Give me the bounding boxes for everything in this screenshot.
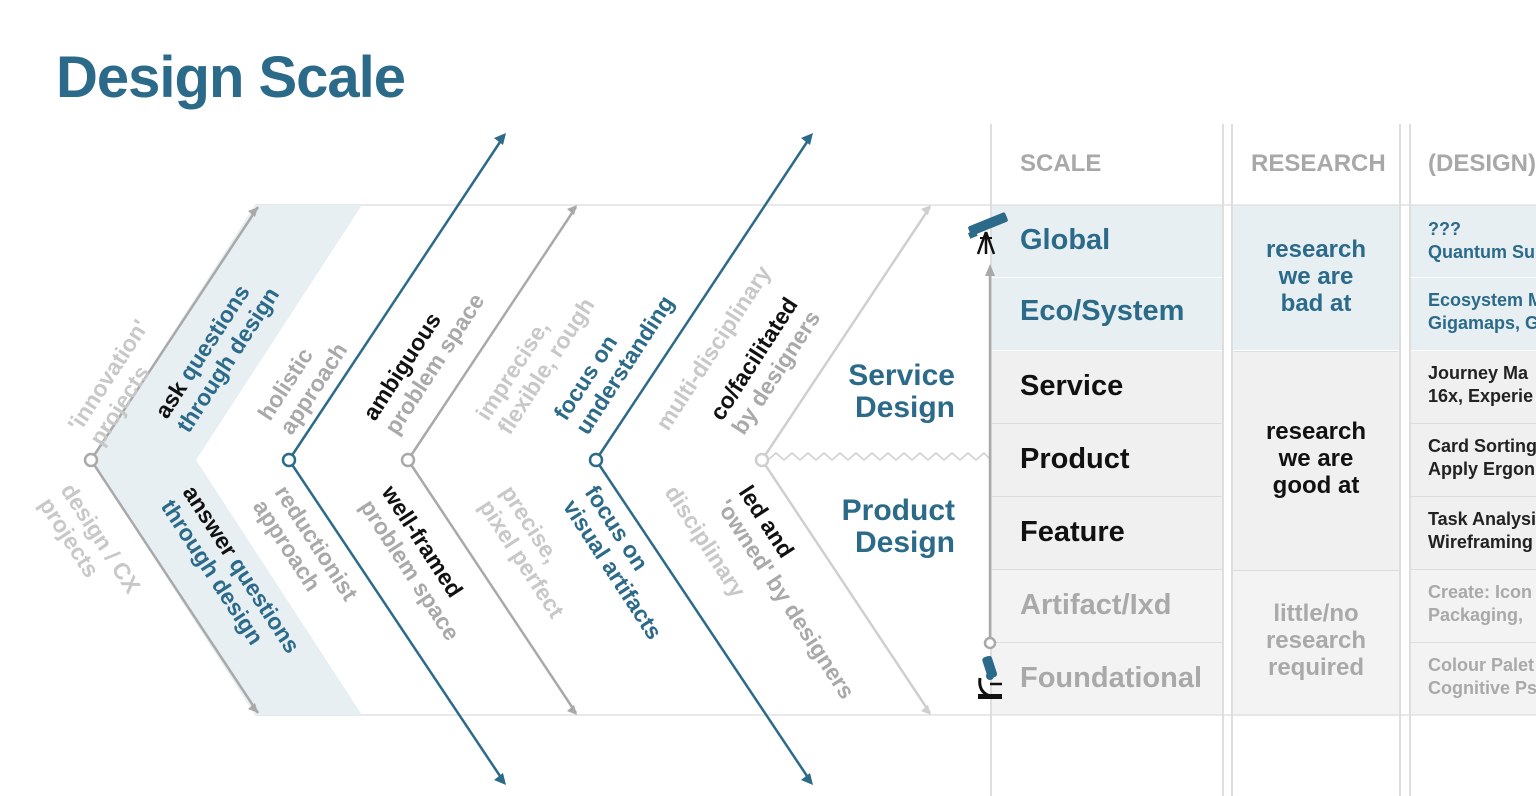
chevron-5 [754,205,992,715]
chevron-4-node [588,452,604,468]
design-row-5-l2: Wireframing [1428,532,1533,552]
research-good-l3: good at [1272,472,1360,499]
service-design-l2: Design [854,391,955,424]
chevron-1 [83,206,260,714]
research-bg-good [1232,351,1400,570]
research-bad: research we are bad at [1232,236,1400,317]
microscope-icon [978,655,1002,699]
text-ambiguous-problem: ambiguousproblem space [357,274,489,438]
row-bg-ecosystem [991,278,1223,350]
design-row-7-l2: Cognitive Ps [1428,678,1536,698]
service-design-label: Service Design [820,360,955,424]
design-row-3: Journey Ma 16x, Experie [1428,362,1533,408]
scale-artifact: Artifact/Ixd [1020,589,1172,621]
design-bg-6 [1410,570,1536,643]
design-row-6-l1: Create: Icon [1428,582,1533,602]
scale-product: Product [1020,443,1130,475]
research-good-l1: research [1265,418,1367,445]
design-row-2-l2: Gigamaps, G [1428,313,1536,333]
design-bg-5 [1410,497,1536,570]
row-bg-foundational [991,643,1223,715]
research-bg-little [1232,570,1400,716]
scale-ecosystem: Eco/System [1020,295,1185,327]
scale-service: Service [1020,370,1124,402]
research-good-l2: we are [1278,445,1354,472]
service-design-l1: Service [848,359,955,392]
research-bg-bad [1232,205,1400,350]
scale-feature: Feature [1020,516,1125,548]
row-bg-global [991,205,1223,278]
design-row-2: Ecosystem M Gigamaps, G [1428,289,1536,335]
row-bg-product [991,424,1223,497]
design-row-3-l1: Journey Ma [1428,363,1529,383]
research-bad-l3: bad at [1280,290,1352,317]
research-little-l2: research [1265,627,1367,654]
row-bg-artifact [991,570,1223,643]
chevron-2-node [281,452,297,468]
design-row-3-l2: 16x, Experie [1428,386,1534,406]
telescope-icon [967,212,1008,255]
design-row-5-l1: Task Analysi [1428,509,1536,529]
chevron-3 [400,205,578,715]
design-row-6: Create: Icon Packaging, [1428,581,1532,627]
design-row-6-l2: Packaging, [1428,605,1524,625]
chevron-5-node [754,452,770,468]
scale-global: Global [1020,224,1111,256]
design-row-7-l1: Colour Palet [1428,655,1535,675]
design-bg-7 [1410,643,1536,715]
design-row-7: Colour Palet Cognitive Ps [1428,654,1536,700]
question-band [91,205,362,715]
design-row-5: Task Analysi Wireframing [1428,508,1536,554]
research-good: research we are good at [1232,418,1400,499]
research-little-l3: required [1267,654,1365,681]
design-bg-3 [1410,351,1536,424]
design-row-4-l2: Apply Ergon [1428,459,1535,479]
header-design: (DESIGN) [1428,150,1536,177]
header-research: RESEARCH [1251,150,1386,177]
chevron-3-node [400,452,416,468]
chevron-1-node [83,452,99,468]
service-product-boundary [767,451,992,461]
chevron-4 [588,133,813,785]
table-scale-column [991,205,1223,715]
header-scale: SCALE [1020,150,1102,177]
design-bg-2 [1410,278,1536,350]
product-design-l2: Design [854,526,955,559]
design-bg-4 [1410,424,1536,497]
chevron-2 [281,133,506,785]
scale-axis [983,264,997,650]
table-research-column [1232,205,1400,716]
scale-foundational: Foundational [1020,662,1203,694]
research-bad-l1: research [1265,236,1367,263]
product-design-l1: Product [841,494,955,527]
design-row-1-l1: ??? [1428,219,1461,239]
page-title: Design Scale [56,45,406,110]
research-little: little/no research required [1232,600,1400,681]
design-col-text: ??? Quantum Su Ecosystem M Gigamaps, G J… [1428,205,1536,715]
table-design-column [1410,205,1536,715]
design-row-2-l1: Ecosystem M [1428,290,1536,310]
row-bg-feature [991,497,1223,570]
design-row-4-l1: Card Sorting [1428,436,1536,456]
research-little-l1: little/no [1273,600,1359,627]
design-row-1-l2: Quantum Su [1428,242,1535,262]
product-design-label: Product Design [820,495,955,559]
text-well-framed: well-framedproblem space [354,480,487,645]
design-row-1: ??? Quantum Su [1428,218,1535,264]
design-bg-1 [1410,205,1536,278]
design-row-4: Card Sorting Apply Ergon [1428,435,1536,481]
research-bad-l2: we are [1278,263,1354,290]
row-bg-service [991,351,1223,424]
